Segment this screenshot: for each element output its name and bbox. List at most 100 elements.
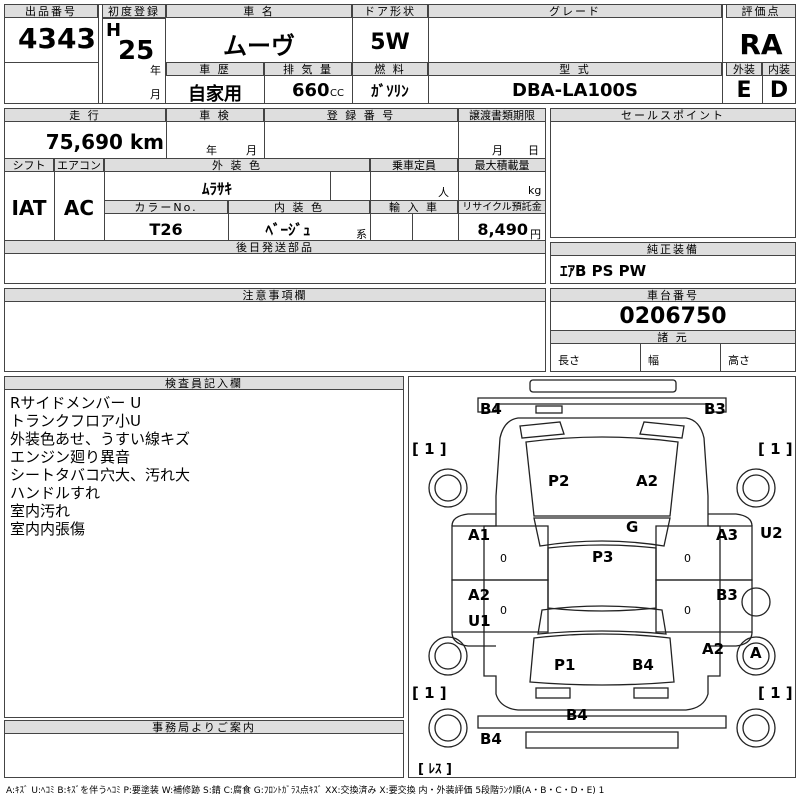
office-label: 事務局よりご案内 — [4, 720, 404, 734]
mark-rear-left: B4 — [480, 730, 502, 748]
import-label: 輸 入 車 — [370, 200, 458, 214]
car-diagram — [428, 379, 776, 749]
capacity-label: 乗車定員 — [370, 158, 458, 172]
mark-hood-right: A2 — [636, 472, 659, 490]
remark-line: 室内内張傷 — [10, 520, 86, 538]
mark-fl-tire: [ 1 ] — [412, 440, 447, 458]
score-label: 評価点 — [726, 4, 796, 18]
equipment-label: 純正装備 — [550, 242, 796, 256]
mark-rr-tire: [ 1 ] — [758, 684, 793, 702]
dims-label: 諸 元 — [550, 330, 796, 344]
equipment: ｴｱB PS PW — [560, 262, 647, 280]
doors-label: ドア形状 — [352, 4, 428, 18]
notes-label: 注意事項欄 — [4, 288, 546, 302]
mark-zero: 0 — [500, 552, 507, 565]
int-color-suffix: 系 — [356, 228, 367, 241]
first-reg-era: H — [106, 20, 122, 41]
mark-trunk-right: B4 — [632, 656, 654, 674]
int-color: ﾍﾞｰｼﾞｭ — [265, 221, 311, 239]
mark-trunk-left: P1 — [554, 656, 576, 674]
mark-door-rl-u: U1 — [468, 612, 491, 630]
grade-label: グレード — [428, 4, 722, 18]
color-no-label: カラーNo. — [104, 200, 228, 214]
ext-color-label: 外 装 色 — [104, 158, 370, 172]
mark-spare: A — [750, 644, 762, 662]
mark-roof: P3 — [592, 548, 614, 566]
first-reg-year-unit: 年 — [150, 64, 161, 77]
mark-door-fr: A3 — [716, 526, 739, 544]
inspection-label: 車 検 — [166, 108, 264, 122]
mark-rl-tire: [ 1 ] — [412, 684, 447, 702]
inspection-year-unit: 年 — [206, 144, 217, 157]
transfer-deadline-label: 譲渡書類期限 — [458, 108, 546, 122]
remark-line: 室内汚れ — [10, 502, 71, 520]
remark-line: Rサイドメンバー U — [10, 394, 142, 412]
lot-number: 4343 — [18, 22, 96, 55]
exterior-score: E — [736, 78, 752, 103]
sales-points-label: セールスポイント — [550, 108, 796, 122]
chassis-number: 0206750 — [619, 304, 727, 329]
displacement-unit: CC — [330, 88, 344, 99]
first-reg-year: 25 — [118, 36, 155, 66]
aircon: AC — [63, 196, 95, 220]
model-label: 型 式 — [428, 62, 722, 76]
remark-line: トランクフロア小U — [10, 412, 141, 430]
recycle-unit: 円 — [530, 228, 541, 241]
aircon-label: エアコン — [54, 158, 104, 172]
mark-zero: 0 — [684, 604, 691, 617]
recycle-value: 8,490 — [477, 220, 528, 239]
mileage: 75,690 km — [45, 130, 164, 154]
diagram-box — [408, 376, 796, 778]
mark-windshield: G — [626, 518, 639, 536]
later-parts-label: 後日発送部品 — [4, 240, 546, 254]
color-no: T26 — [149, 220, 183, 239]
mark-zero: 0 — [500, 604, 507, 617]
ext-color: ﾑﾗｻｷ — [201, 180, 232, 198]
mark-rear-bumper: B4 — [566, 706, 588, 724]
remark-line: シートタバコ穴大、汚れ大 — [10, 466, 191, 484]
displacement: 660 — [292, 80, 330, 101]
history: 自家用 — [188, 84, 242, 105]
inspector-remarks: Rサイドメンバー U トランクフロア小U 外装色あせ、うすい線キズ エンジン廻り… — [10, 394, 190, 538]
mark-door-fl: A1 — [468, 526, 491, 544]
mark-front-right: B3 — [704, 400, 726, 418]
dims-length-label: 長さ — [558, 354, 580, 367]
transfer-day-unit: 日 — [528, 144, 539, 157]
interior-score: D — [769, 78, 789, 103]
inspection-month-unit: 月 — [246, 144, 257, 157]
remark-line: 外装色あせ、うすい線キズ — [10, 430, 191, 448]
mileage-label: 走 行 — [4, 108, 166, 122]
mark-less: [ ﾚｽ ] — [418, 762, 452, 777]
transfer-month-unit: 月 — [492, 144, 503, 157]
doors: 5W — [370, 30, 410, 55]
mark-door-rr: B3 — [716, 586, 738, 604]
max-load-unit: kg — [528, 184, 542, 197]
sales-points-box — [550, 108, 796, 238]
int-color-label: 内 装 色 — [228, 200, 370, 214]
shift-label: シフト — [4, 158, 54, 172]
model: DBA-LA100S — [512, 80, 638, 101]
capacity-unit: 人 — [438, 186, 449, 199]
lot-label: 出品番号 — [4, 4, 98, 18]
max-load-label: 最大積載量 — [458, 158, 546, 172]
registration-label: 登 録 番 号 — [264, 108, 458, 122]
chassis-label: 車台番号 — [550, 288, 796, 302]
remark-line: ハンドルすれ — [10, 484, 101, 502]
mark-hood-left: P2 — [548, 472, 570, 490]
car-name: ムーヴ — [223, 32, 295, 60]
dims-height-label: 高さ — [728, 354, 750, 367]
car-name-label: 車 名 — [166, 4, 352, 18]
remark-line: エンジン廻り異音 — [10, 448, 131, 466]
dims-width-label: 幅 — [648, 354, 659, 367]
fuel-label: 燃 料 — [352, 62, 428, 76]
mark-front-left: B4 — [480, 400, 502, 418]
score: RA — [739, 28, 783, 61]
mark-fr-tire: [ 1 ] — [758, 440, 793, 458]
shift: IAT — [11, 196, 47, 220]
mark-side-right: U2 — [760, 524, 783, 542]
interior-label: 内装 — [762, 62, 796, 76]
legend: A:ｷｽﾞ U:ﾍｺﾐ B:ｷｽﾞを伴うﾍｺﾐ P:要塗装 W:補修跡 S:錆 … — [6, 786, 605, 796]
mark-door-rl-a: A2 — [468, 586, 491, 604]
history-label: 車 歴 — [166, 62, 264, 76]
mark-rear-right: A2 — [702, 640, 725, 658]
